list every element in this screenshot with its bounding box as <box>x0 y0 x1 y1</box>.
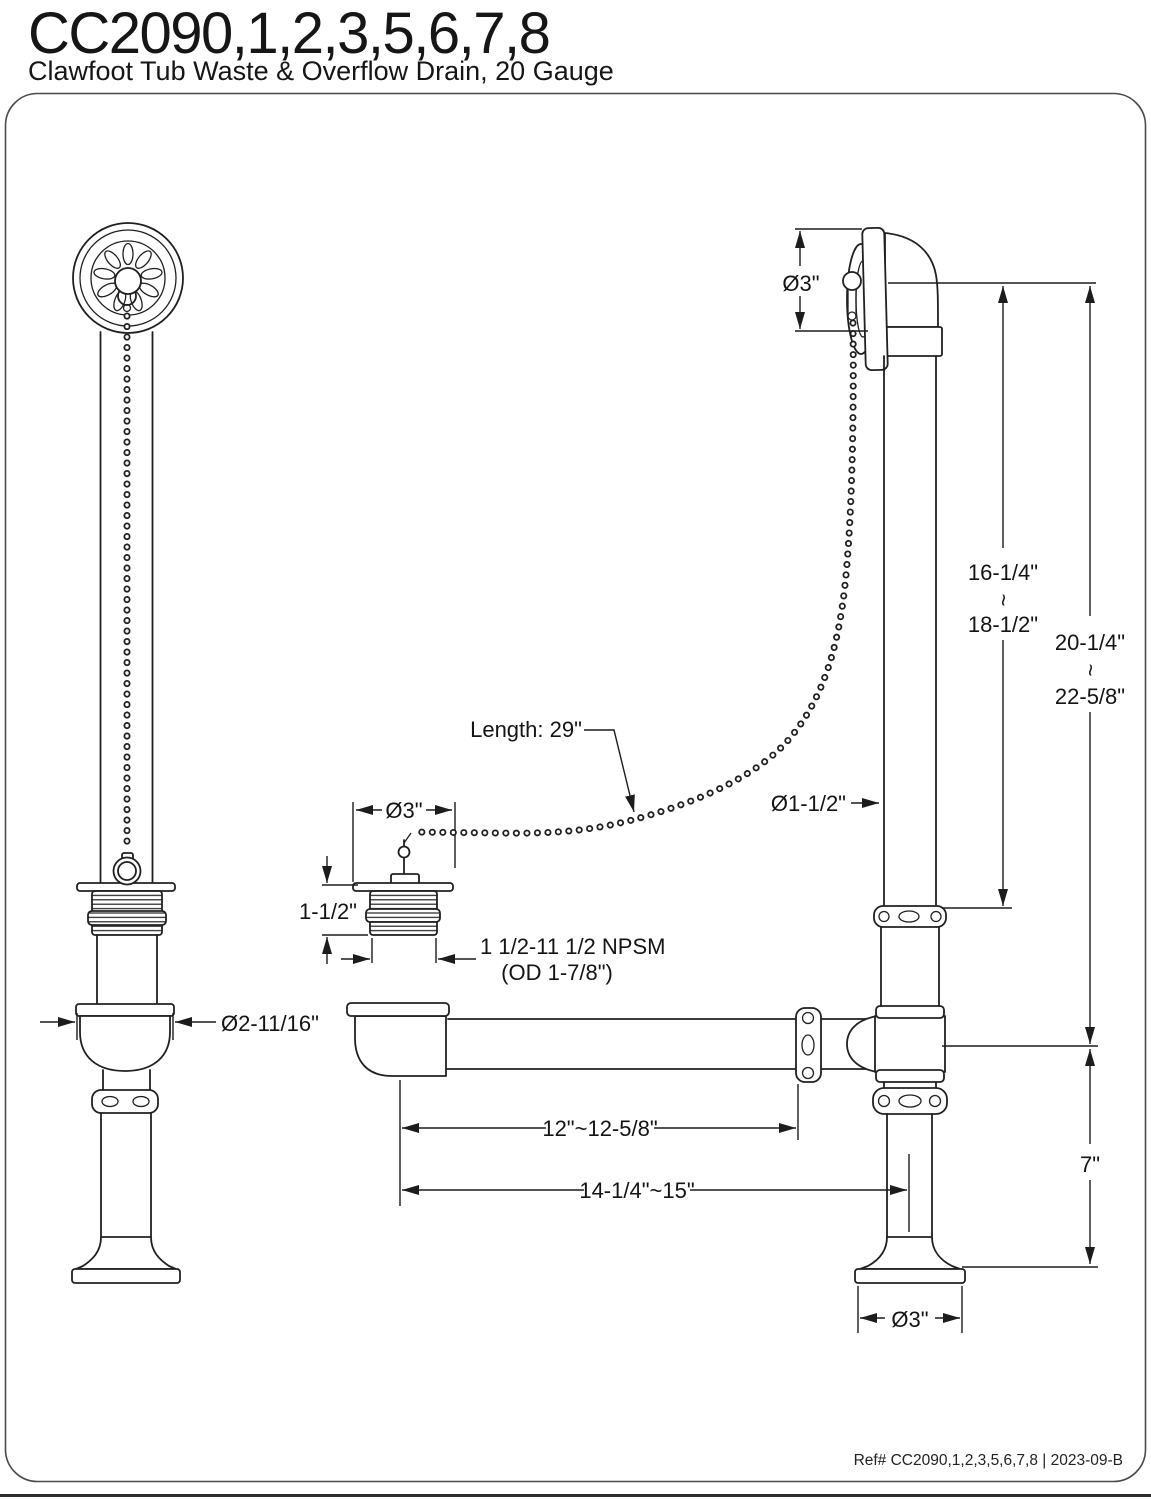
bead-chains <box>112 312 857 886</box>
border-frame <box>4 92 1147 1483</box>
bottom-edge-line <box>0 1494 1151 1497</box>
drain-strainer-front <box>76 882 176 936</box>
dim-base-od: Ø3" <box>891 1307 928 1332</box>
dim-shoe-od: Ø2-11/16" <box>221 1011 319 1036</box>
overflow-head-side <box>842 226 943 372</box>
dim-overall-max: 22-5/8" <box>1055 684 1125 709</box>
drain-shoe-side <box>346 1002 450 1077</box>
dim-overall-arm-range: 14-1/4"~15" <box>579 1178 694 1203</box>
dim-thread-spec: 1 1/2-11 1/2 NPSM <box>480 934 665 959</box>
dim-range-tilde-2: ~ <box>1078 664 1103 677</box>
dim-overall-min: 20-1/4" <box>1055 630 1125 655</box>
dim-drain-body-height: 1-1/2" <box>299 899 357 924</box>
waste-arm-flange <box>795 1007 822 1083</box>
page-title: CC2090,1,2,3,5,6,7,8 <box>28 1 551 66</box>
drain-front-view <box>71 222 184 1284</box>
dim-overflow-min: 16-1/4" <box>968 560 1038 585</box>
dim-arm-range: 12"~12-5/8" <box>542 1116 657 1141</box>
chain-pull-ring <box>112 852 142 886</box>
page-subtitle: Clawfoot Tub Waste & Overflow Drain, 20 … <box>28 56 614 86</box>
overflow-faceplate-front <box>72 222 184 334</box>
dim-drain-od: Ø3" <box>385 798 422 823</box>
dim-chain-length: Length: 29" <box>470 717 582 742</box>
dim-range-tilde-1: ~ <box>991 594 1016 607</box>
tee-fitting <box>846 1005 946 1083</box>
floor-base-front <box>71 1236 181 1284</box>
drain-stopper-detail <box>352 832 454 936</box>
overflow-coupling-lower <box>872 1087 948 1115</box>
dim-thread-od: (OD 1-7/8") <box>501 960 613 985</box>
dim-riser-height: 7" <box>1080 1152 1100 1177</box>
chain-knob <box>842 271 862 291</box>
coupling-nut-front <box>91 1089 159 1114</box>
overflow-coupling-upper <box>873 905 947 928</box>
side-view-chain <box>409 319 857 837</box>
dim-tube-od: Ø1-1/2" <box>771 791 846 816</box>
floor-base-side <box>854 1236 966 1284</box>
drain-shoe-front <box>75 1003 175 1072</box>
footer-ref: Ref# CC2090,1,2,3,5,6,7,8 | 2023-09-B <box>853 1452 1123 1469</box>
overflow-side-view <box>346 226 966 1284</box>
dimension-annotations: Ø3" 16-1/4" ~ 18-1/2" 20-1/4" ~ 22-5/8" … <box>40 228 1125 1333</box>
dim-overflow-max: 18-1/2" <box>968 612 1038 637</box>
dim-overflow-faceplate-od: Ø3" <box>782 271 819 296</box>
